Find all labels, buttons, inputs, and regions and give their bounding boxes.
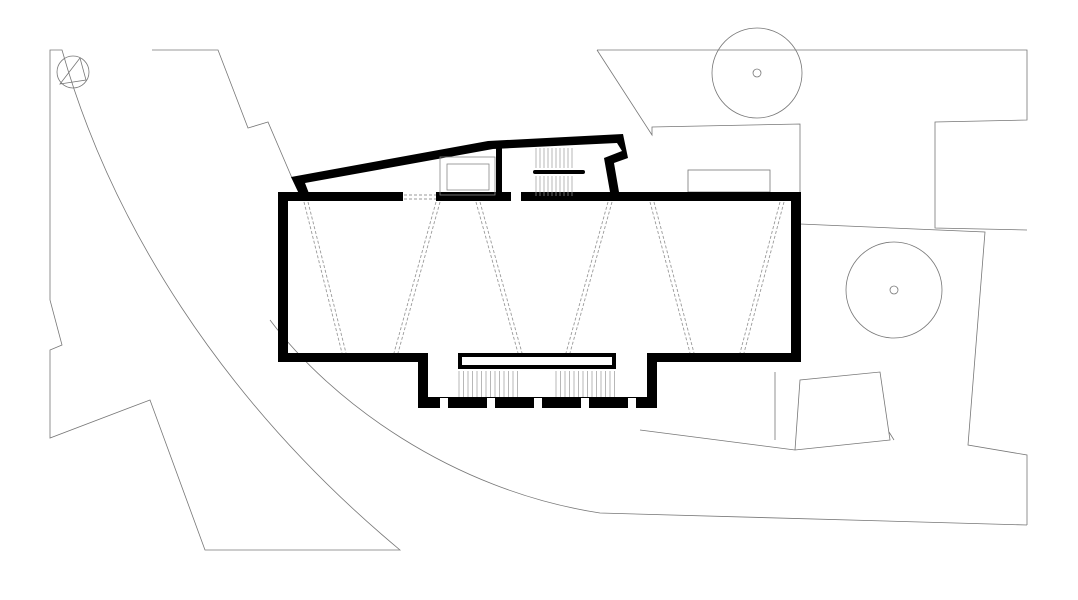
roof-beam [743, 201, 785, 354]
tree-2 [845, 241, 943, 339]
hall-wall-segment-2 [495, 192, 511, 201]
site-parcel-left [49, 49, 402, 551]
roof-beam [649, 201, 691, 354]
roof-beam [397, 201, 441, 354]
north-wing-walls [291, 134, 628, 196]
roof-beam [475, 201, 519, 354]
roof-beam [307, 201, 347, 354]
site-context [49, 27, 1028, 551]
roof-beam [479, 201, 523, 354]
site-parcel-right [596, 49, 1028, 525]
north-arrow-icon [56, 55, 90, 89]
roof-beam [565, 201, 609, 354]
bench [462, 357, 612, 365]
elevator-car [446, 163, 490, 191]
main-hall-walls [278, 192, 801, 408]
elevator-shaft [439, 156, 496, 196]
stair-landing-bar [533, 170, 585, 174]
roof-beam [303, 201, 343, 354]
site-parcel-lower [639, 371, 895, 451]
stair-core-wall [496, 148, 502, 196]
building [278, 134, 801, 408]
hall-wall-segment [436, 192, 501, 201]
stair-treads [458, 148, 615, 397]
door-threshold [404, 194, 436, 200]
tree-1 [711, 27, 803, 119]
roof-beam [393, 201, 437, 354]
annex-box [687, 169, 771, 193]
roof-beam [653, 201, 695, 354]
entrance-openings [440, 398, 636, 408]
roof-beam [739, 201, 781, 354]
roof-beams-dashed [303, 201, 785, 354]
roof-beam [569, 201, 613, 354]
